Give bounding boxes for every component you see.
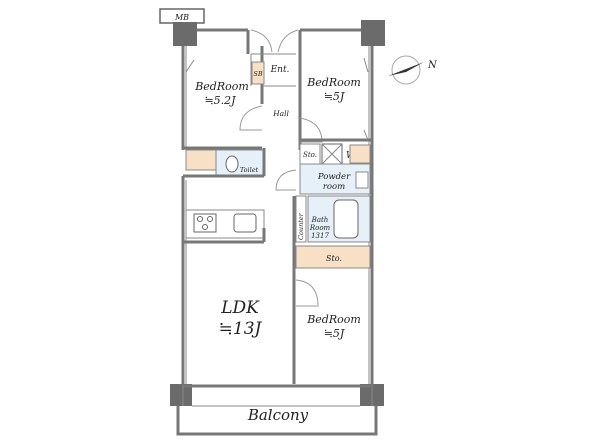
toilet-storage: [185, 149, 217, 171]
toilet-icon: [225, 155, 239, 173]
window-mark: [185, 57, 369, 141]
bathtub-icon: [333, 199, 359, 239]
burner-icon: [207, 216, 213, 222]
outer-wall-left: [181, 46, 370, 388]
bedroom-right-bottom-size: ≒5J: [324, 327, 345, 340]
storage-long-label: Sto.: [326, 254, 342, 263]
bath-room-label-3: 1317: [311, 232, 329, 240]
entrance-label: Ent.: [270, 65, 290, 75]
counter-label: Counter: [297, 212, 305, 240]
stove-icon: [193, 213, 217, 233]
compass-circle-icon: [391, 55, 421, 85]
burner-icon: [202, 224, 208, 230]
sink-icon: [355, 171, 369, 189]
balcony-label: Balcony: [247, 406, 309, 424]
storage-long: [295, 245, 371, 269]
bath-room-label-2: Room: [309, 224, 331, 232]
bedroom-left-size: ≒5.2J: [204, 94, 236, 107]
powder-room-label-2: room: [323, 182, 345, 192]
compass-north-label: N: [427, 60, 438, 71]
bedroom-right-bottom-door: [295, 279, 319, 307]
shoe-box: [251, 61, 265, 85]
bedroom-right-top-name: BedRoom: [306, 76, 361, 89]
storage-small-label: Sto.: [303, 151, 317, 159]
column: [173, 22, 197, 46]
balcony-inner: [182, 386, 373, 407]
balcony-rail: [176, 406, 378, 436]
column: [170, 384, 192, 406]
toilet-room: [215, 149, 265, 177]
column: [361, 20, 385, 46]
toilet-walls: [183, 148, 266, 178]
toilet-label: Toilet: [240, 166, 259, 174]
ldk-size: ≒13J: [219, 319, 263, 339]
ldk-name: LDK: [220, 298, 260, 318]
counter: [295, 195, 307, 243]
bedroom-right-door: [299, 117, 323, 143]
hall-label: Hall: [272, 109, 289, 118]
bedroom-left-door: [239, 105, 263, 131]
storage-orange: [349, 144, 371, 164]
burner-icon: [197, 216, 203, 222]
kitchen-sink-icon: [233, 213, 257, 233]
entry-step: [250, 53, 296, 87]
kitchen-wall: [183, 228, 266, 244]
washer-cross: [321, 143, 343, 165]
mb-label: MB: [174, 13, 189, 22]
entrance-door: [250, 29, 299, 53]
hall-door: [275, 169, 297, 191]
compass: N: [388, 55, 438, 85]
bedroom-left-name: BedRoom: [194, 80, 249, 93]
entry-walls: [246, 30, 302, 150]
sb-label: SB: [253, 70, 262, 78]
bedroom-right-top-size: ≒5J: [324, 90, 345, 103]
compass-arrow-icon: [388, 62, 424, 76]
bath-room-label-1: Bath: [311, 216, 329, 224]
bedroom-right-bottom-name: BedRoom: [306, 313, 361, 326]
powder-room-label-1: Powder: [317, 172, 351, 182]
